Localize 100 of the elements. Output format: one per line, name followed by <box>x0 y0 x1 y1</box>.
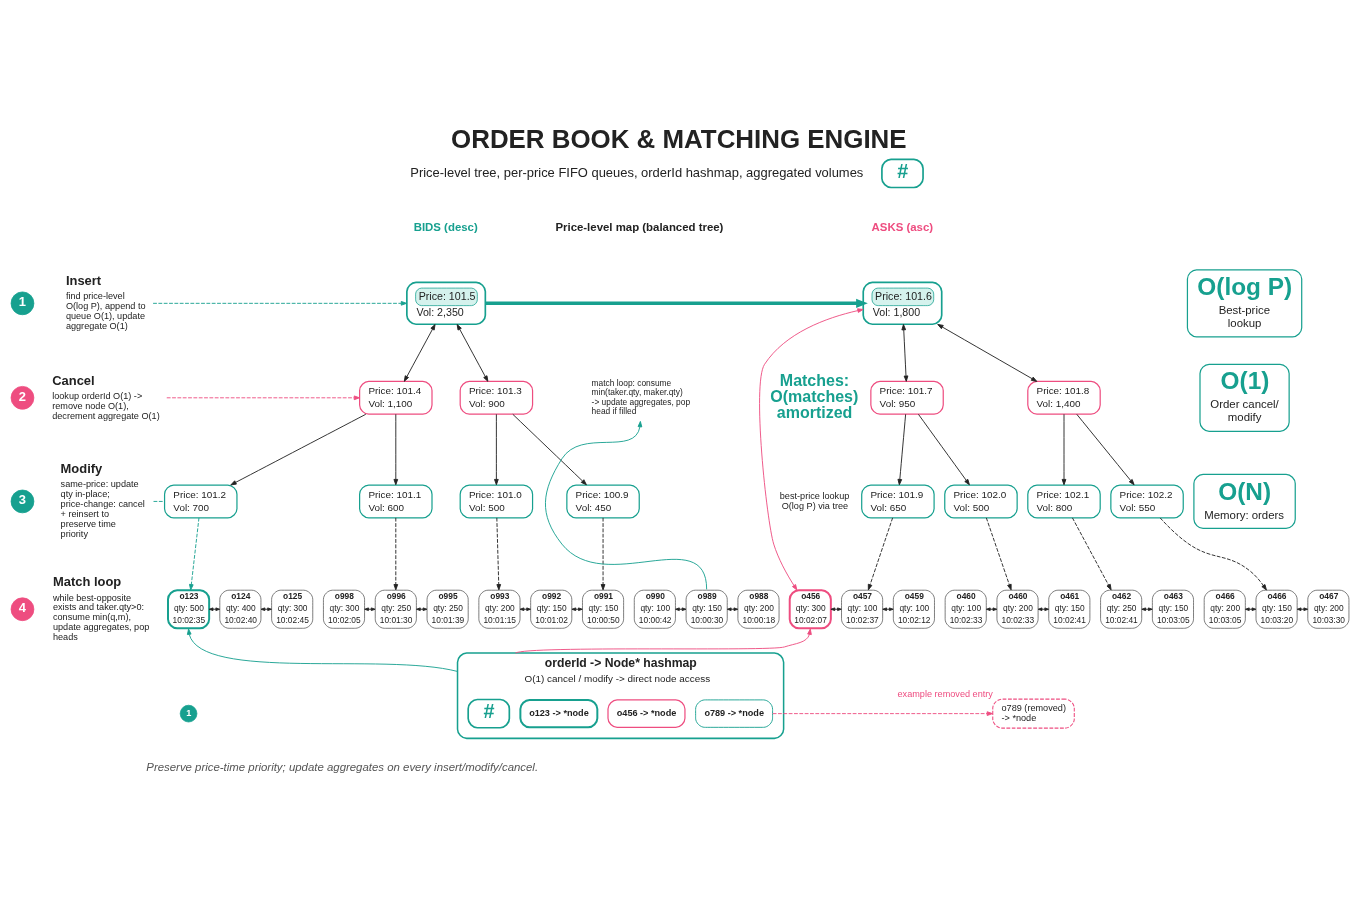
node-circle: 3 <box>10 489 35 513</box>
arrow <box>1076 413 1135 485</box>
node-box: Price: 101.5 Vol: 2,350 <box>406 281 487 325</box>
arrow <box>571 606 583 611</box>
arrow <box>152 300 408 306</box>
node-box: Price: 101.9 Vol: 650 <box>861 483 935 518</box>
node-circle: 4 <box>10 596 35 621</box>
node-box: o461 qty: 150 10:02:41 <box>1048 589 1091 629</box>
arrow <box>496 516 502 590</box>
arrow <box>772 710 993 716</box>
label: Matches: O(matches) amortized <box>770 371 859 421</box>
node-box: # <box>467 698 511 729</box>
arrow <box>1061 413 1067 485</box>
arrow <box>393 516 399 590</box>
node-text: Insert find price-level O(log P), append to queue O(1), update aggregate O(1) <box>65 272 146 331</box>
arrow <box>759 307 864 590</box>
arrow <box>882 606 894 611</box>
node-box: Price: 102.0 Vol: 500 <box>944 483 1018 518</box>
node-box: o125 qty: 300 10:02:45 <box>271 589 314 629</box>
arrow <box>1141 606 1153 611</box>
node-box: o467 qty: 200 10:03:30 <box>1307 589 1350 629</box>
arrow <box>485 298 868 308</box>
caption: Preserve price-time priority; update aggregates on every insert/modify/cancel. <box>146 760 539 773</box>
node-box: o123 -> *node <box>519 698 599 728</box>
node-text: Cancel lookup orderId O(1) -> remove node O(1), decrement aggregate O(1) <box>52 372 160 421</box>
arrow <box>189 516 200 590</box>
arrow <box>675 606 687 611</box>
node-box: Price: 101.0 Vol: 500 <box>459 483 534 518</box>
node-circle: 2 <box>10 385 35 410</box>
node-circle: 1 <box>179 704 198 722</box>
node-box: o989 qty: 150 10:00:30 <box>685 589 728 629</box>
node-box: Price: 101.7 Vol: 950 <box>870 380 944 415</box>
node-box: o992 qty: 150 10:01:02 <box>530 589 573 629</box>
arrow <box>403 323 436 382</box>
arrow <box>1159 517 1267 590</box>
arrow <box>512 413 587 485</box>
node-box: o463 qty: 150 10:03:05 <box>1152 589 1194 629</box>
diagram-title: ORDER BOOK & MATCHING ENGINE <box>451 124 907 153</box>
node-box: Price: 101.6 Vol: 1,800 <box>862 281 943 325</box>
arrow <box>830 606 842 611</box>
node-box: o789 (removed) -> *node <box>992 698 1075 729</box>
arrow <box>545 420 708 590</box>
arrow <box>897 413 907 485</box>
node-box: o124 qty: 400 10:02:40 <box>219 589 262 629</box>
arrow <box>1071 516 1112 590</box>
arrow <box>230 413 367 485</box>
node-box: o462 qty: 250 10:02:41 <box>1100 589 1143 629</box>
node-box: o466 qty: 150 10:03:20 <box>1255 589 1298 629</box>
arrow <box>514 628 812 653</box>
arrow <box>937 323 1038 382</box>
node-box: Price: 101.8 Vol: 1,400 <box>1027 380 1101 415</box>
node-box: O(log P) Best-price lookup <box>1186 268 1303 337</box>
node-box: o995 qty: 250 10:01:39 <box>426 589 469 629</box>
node-box: o993 qty: 200 10:01:15 <box>478 589 521 629</box>
node-box: o789 -> *node <box>695 698 774 728</box>
arrow <box>186 628 458 672</box>
node-circle: 1 <box>10 291 35 315</box>
node-label: example removed entry <box>897 688 993 699</box>
node-box: o123 qty: 500 10:02:35 <box>167 588 211 629</box>
node-box: o460 qty: 100 10:02:33 <box>944 589 987 629</box>
node-box: Price: 101.2 Vol: 700 <box>163 483 238 518</box>
node-box: Price: 102.2 Vol: 550 <box>1110 483 1184 518</box>
label: best-price lookup O(log P) via tree <box>779 490 850 511</box>
arrow <box>901 323 909 382</box>
arrow <box>494 413 499 485</box>
arrow <box>260 606 272 611</box>
arrow <box>867 516 894 590</box>
node-box: o466 qty: 200 10:03:05 <box>1203 589 1246 629</box>
node-box: o998 qty: 300 10:02:05 <box>323 589 365 629</box>
arrow <box>393 413 399 485</box>
node-box: o990 qty: 100 10:00:42 <box>633 589 676 629</box>
node-box: o988 qty: 200 10:00:18 <box>737 589 780 629</box>
node-box: o996 qty: 250 10:01:30 <box>374 589 417 629</box>
node-box: Price: 101.4 Vol: 1,100 <box>359 380 433 415</box>
node-box: Price: 101.1 Vol: 600 <box>359 483 433 518</box>
arrow <box>917 413 970 485</box>
arrow <box>364 606 376 611</box>
label: ASKS (asc) <box>871 220 934 233</box>
node-text: Match loop while best-opposite exists and taker.qty>0: consume min(q,m), update aggregates, pop heads <box>52 573 150 642</box>
node-box: o457 qty: 100 10:02:37 <box>841 589 884 629</box>
node-box: Price: 102.1 Vol: 800 <box>1027 483 1101 518</box>
node-box: O(N) Memory: orders <box>1193 473 1296 529</box>
label: BIDS (desc) <box>413 220 478 233</box>
node-box: o456 qty: 300 10:02:07 <box>788 588 832 629</box>
node-box: o991 qty: 150 10:00:50 <box>582 589 624 629</box>
node-box: o459 qty: 100 10:02:12 <box>892 589 935 629</box>
arrow <box>456 323 489 382</box>
arrow <box>985 516 1012 590</box>
arrow <box>600 516 606 590</box>
node-box: Price: 100.9 Vol: 450 <box>566 483 640 518</box>
node-text: Modify same-price: update qty in-place; price-change: cancel + reinsert to preserve time priority <box>60 460 145 539</box>
node-box: # <box>881 158 924 188</box>
node-text: match loop: consume min(taker.qty, maker.qty) -> update aggregates, pop head if filled <box>591 377 691 416</box>
node-box: O(1) Order cancel/ modify <box>1199 363 1290 432</box>
connector <box>153 500 165 502</box>
arrow <box>166 395 361 400</box>
node-box: o460 qty: 200 10:02:33 <box>996 589 1039 629</box>
node-box: Price: 101.3 Vol: 900 <box>459 380 534 415</box>
label: Price-level map (balanced tree) <box>555 220 724 233</box>
node-box: o456 -> *node <box>607 698 686 728</box>
